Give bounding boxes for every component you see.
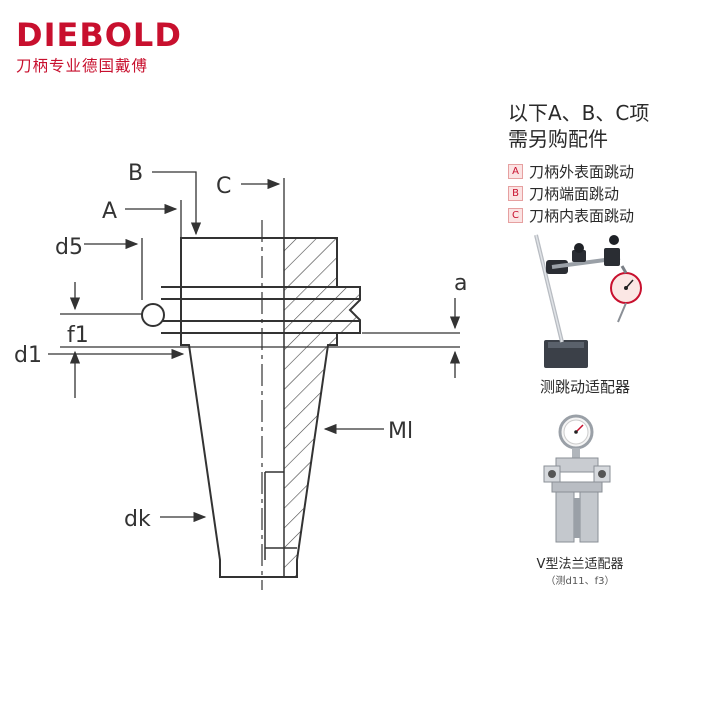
legend-item-b: B 刀柄端面跳动 (508, 182, 708, 204)
flange-lines (161, 286, 360, 334)
dim-a (362, 298, 461, 378)
legend-item-a: A 刀柄外表面跳动 (508, 160, 708, 182)
holder-outline (180, 237, 361, 578)
caption-v-flange-adapter: V型法兰适配器 (536, 557, 624, 572)
legend-item-c: C 刀柄内表面跳动 (508, 204, 708, 226)
label-C: C (216, 174, 231, 199)
dim-d5 (84, 238, 143, 300)
dim-B (152, 171, 202, 236)
brand-subtitle: 刀柄专业德国戴傅 (16, 57, 149, 75)
badge-c: C (508, 207, 523, 223)
label-d1: d1 (14, 343, 42, 368)
section-hatch (284, 238, 360, 577)
legend-text-c: 刀柄内表面跳动 (529, 206, 635, 225)
brand-logo: DIEBOLD 刀柄专业德国戴傅 (16, 18, 182, 76)
label-B: B (128, 161, 143, 186)
label-A: A (102, 199, 117, 224)
label-d5: d5 (55, 235, 83, 260)
v-flange-adapter-icon (543, 414, 611, 543)
caption-v-flange-note: （测d11、f3） (545, 576, 615, 587)
badge-a: A (508, 163, 523, 179)
brand-name: DIEBOLD (16, 16, 182, 54)
caption-runout-adapter: 测跳动适配器 (539, 378, 630, 396)
label-f1: f1 (67, 323, 89, 348)
legend-list: A 刀柄外表面跳动 B 刀柄端面跳动 C 刀柄内表面跳动 (508, 160, 708, 226)
dim-A (125, 200, 182, 238)
panel-title-line2: 需另购配件 (508, 127, 608, 151)
badge-b: B (508, 185, 523, 201)
dim-f1 (60, 282, 460, 398)
legend-text-a: 刀柄外表面跳动 (529, 162, 635, 181)
label-a: a (454, 271, 467, 296)
legend-text-b: 刀柄端面跳动 (529, 184, 620, 203)
measuring-ball (141, 303, 165, 327)
dial-indicator-stand-icon (534, 234, 642, 368)
label-Ml: Ml (388, 419, 413, 444)
accessory-panel: 以下A、B、C项 需另购配件 A 刀柄外表面跳动 B 刀柄端面跳动 C 刀柄内表… (508, 100, 708, 226)
dim-C (241, 178, 285, 238)
panel-title-line1: 以下A、B、C项 (508, 101, 650, 125)
label-dk: dk (124, 507, 151, 532)
bore-lines (264, 238, 297, 577)
